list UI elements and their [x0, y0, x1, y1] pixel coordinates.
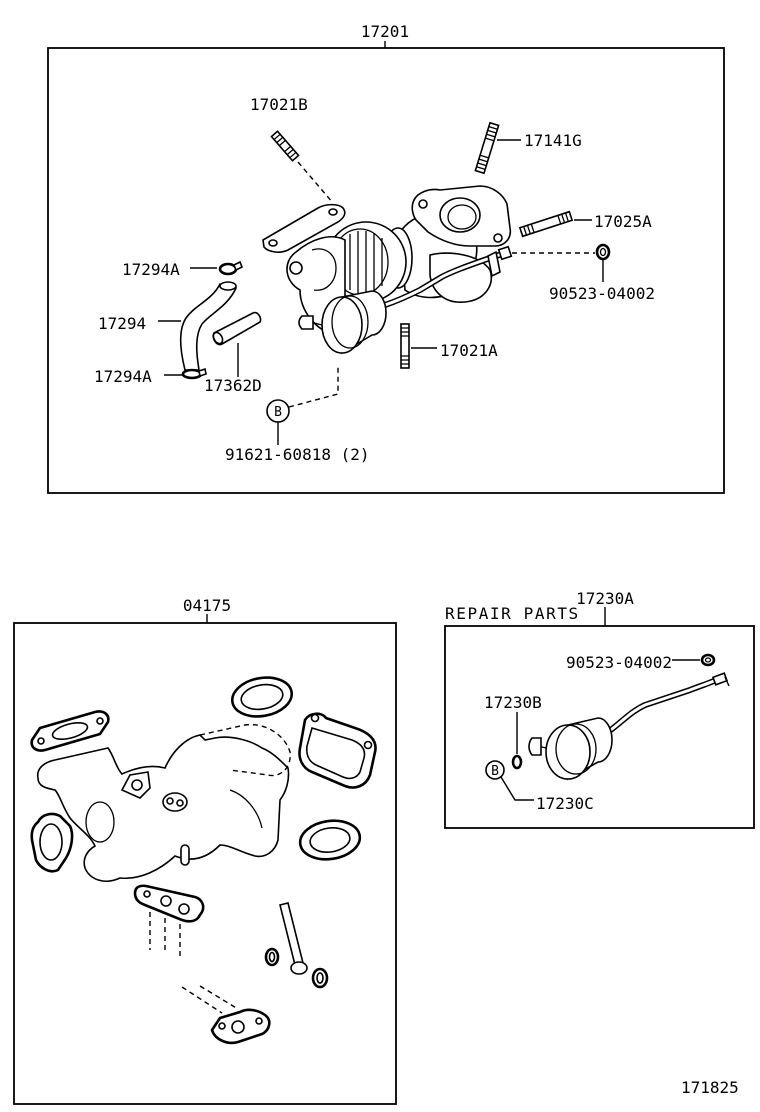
- ref-b-letter: B: [274, 405, 282, 420]
- callout-17141g: 17141G: [524, 131, 582, 150]
- seal-ring-bore: [268, 951, 276, 963]
- outlet-flange-bolt-hole: [493, 233, 503, 243]
- actuator-kit-canister-face: [545, 724, 591, 780]
- actuator-kit-canister-rim: [555, 723, 597, 775]
- actuator-pipe-fitting: [497, 245, 513, 261]
- actuator-pipe-bore: [383, 252, 504, 307]
- outlet-flange-gasket-hole: [310, 713, 320, 723]
- inlet-flange-gasket-port: [51, 721, 89, 741]
- callout-actuator-nut-leader: [500, 776, 534, 801]
- actuator-kit-pipe-bore: [606, 678, 718, 734]
- stud-17021b: [270, 130, 300, 162]
- exhaust-port-hole: [131, 779, 143, 791]
- oil-return-gasket-port: [231, 1020, 245, 1034]
- callout-actuator-clip: 17230B: [484, 693, 542, 712]
- turbocharger-illustration: [262, 185, 513, 355]
- hose-17294-end: [219, 281, 237, 291]
- water-tube: [279, 902, 304, 966]
- actuator-rod-clip: [298, 315, 314, 330]
- callout-hose: 17294: [98, 314, 146, 333]
- hose-17294: [179, 283, 238, 371]
- clamp-lower-tab: [198, 367, 207, 378]
- ring-gasket-upper-bore: [240, 683, 284, 711]
- callout-17025a: 17025A: [594, 212, 652, 231]
- inlet-flange-gasket-hole: [37, 737, 45, 745]
- callout-clamp-lower: 17294A: [94, 367, 152, 386]
- turbine-inlet-flange: [262, 203, 346, 253]
- actuator-kit-washer: [700, 653, 716, 667]
- callout-17021b: 17021B: [250, 95, 308, 114]
- repair-parts-heading: REPAIR PARTS: [445, 604, 580, 623]
- oil-pipe-gasket-hole: [143, 890, 151, 898]
- illustration-number: 171825: [681, 1078, 739, 1097]
- bottom-gasket-dashed-leader: [199, 985, 239, 1010]
- side-gasket-port: [39, 823, 63, 861]
- actuator-kit-section: 17230A REPAIR PARTS 90523-04002 17230B B…: [444, 589, 755, 829]
- callout-bolt: 91621-60818 (2): [225, 445, 370, 464]
- housing-stud: [180, 844, 190, 866]
- gasket-kit-frame: [13, 622, 397, 1105]
- inlet-flange-bolt-hole: [268, 239, 278, 247]
- turbine-housing-scroll: [311, 248, 337, 291]
- turbine-housing-boss: [289, 261, 303, 275]
- washer-upper-hole: [599, 247, 607, 257]
- turbocharger-frame: [47, 47, 725, 494]
- callout-actuator-washer: 90523-04002: [566, 653, 672, 672]
- actuator-kit-rod-end: [528, 737, 542, 756]
- stud-17021a: [400, 323, 410, 369]
- turbine-housing-outline: [36, 734, 290, 882]
- stud-17025a: [518, 210, 574, 238]
- inlet-flange-gasket-hole: [96, 717, 104, 725]
- inlet-flange-bolt-hole: [328, 208, 338, 216]
- callout-hose-17362d: 17362D: [204, 376, 262, 395]
- outlet-flange-gasket-port: [305, 726, 366, 780]
- outlet-flange-port-rim: [447, 204, 477, 230]
- oil-pipe-gasket-hole: [178, 903, 190, 915]
- actuator-kit-clip: [511, 754, 523, 770]
- actuator-kit-nut-mark: B: [491, 764, 499, 779]
- turbo-assembly-part-number: 17201: [361, 22, 409, 41]
- housing-opening: [85, 801, 115, 843]
- actuator-kit-pipe-fitting: [711, 672, 729, 686]
- oil-pipe-gasket-hole: [160, 895, 172, 907]
- callout-actuator-nut: 17230C: [536, 794, 594, 813]
- stud-17141g: [474, 121, 500, 175]
- callout-17021a: 17021A: [440, 341, 498, 360]
- stud-17021b-dashed-leader: [297, 161, 334, 204]
- outlet-flange-port: [439, 197, 481, 233]
- clamp-upper-tab: [232, 260, 244, 272]
- outlet-flange-gasket-hole: [363, 740, 373, 750]
- outlet-flange-bolt-hole: [418, 199, 428, 209]
- callout-clamp-upper: 17294A: [122, 260, 180, 279]
- actuator-kit-frame: [444, 625, 755, 829]
- oil-return-gasket-hole: [218, 1022, 226, 1030]
- port-gasket-hole: [176, 799, 184, 807]
- seal-ring-bore: [316, 972, 324, 984]
- port-gasket-hole: [166, 797, 174, 805]
- housing-contour: [229, 789, 263, 829]
- ring-gasket-lower-bore: [309, 826, 351, 854]
- actuator-kit-nut: [485, 760, 505, 780]
- turbocharger-assembly-section: 17201: [47, 22, 725, 494]
- oil-return-gasket-hole: [255, 1017, 263, 1025]
- actuator-canister-rim: [331, 295, 369, 349]
- water-tube-nut: [290, 961, 308, 975]
- gasket-kit-part-number: 04175: [183, 596, 231, 615]
- pipe-bracket: [487, 250, 501, 278]
- callout-washer: 90523-04002: [549, 284, 655, 303]
- actuator-kit-pipe-hook: [724, 676, 730, 687]
- actuator-kit-washer-hole: [704, 657, 712, 663]
- hose-17362d-end: [212, 331, 224, 345]
- gasket-kit-section: 04175: [13, 596, 397, 1105]
- bottom-gasket-dashed-leader: [181, 986, 223, 1014]
- actuator-kit-part-number: 17230A: [576, 589, 634, 608]
- turbine-inlet-hidden-outline: [199, 723, 291, 777]
- ref-b-dashed-leader: [288, 364, 339, 408]
- washer-upper: [595, 243, 611, 261]
